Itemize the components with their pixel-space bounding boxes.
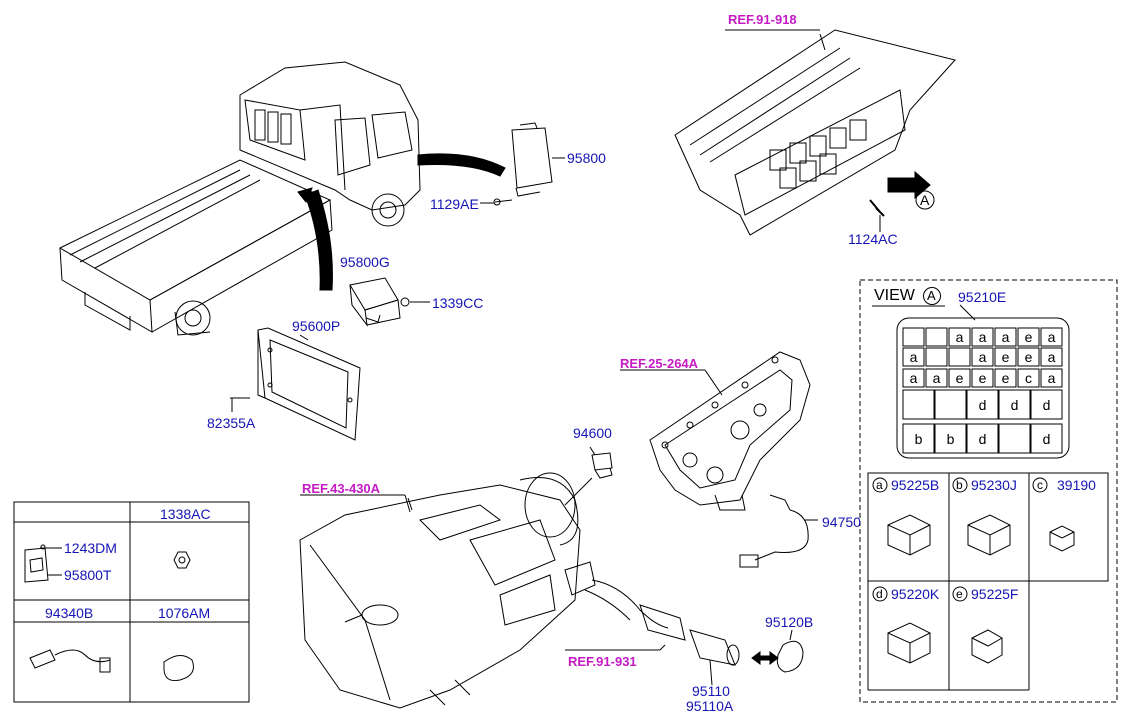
truck-drawing [58, 61, 421, 336]
grid-slot-label: a [1001, 329, 1010, 345]
grid-slot [934, 423, 967, 454]
grid-slot [998, 423, 1031, 454]
grid-slot-label: e [978, 370, 987, 386]
view-title: VIEW [874, 287, 915, 304]
grid-slot [966, 423, 999, 454]
grid-slot-label: a [1047, 349, 1056, 365]
grid-slot [1017, 347, 1040, 367]
grid-slot-label: b [946, 430, 955, 447]
grid-slot [994, 368, 1017, 388]
ref-label-transmission: REF.43-430A [302, 481, 381, 496]
relay-part-b: 95230J [971, 477, 1017, 493]
table-label-95800t: 95800T [64, 567, 112, 583]
grid-slot [948, 327, 971, 347]
grid-slot-label: d [978, 430, 987, 447]
ref-label-valve-body: REF.25-264A [620, 356, 699, 371]
grid-slot [971, 347, 994, 367]
grid-slot [948, 368, 971, 388]
part-label-1124ac: 1124AC [848, 231, 898, 247]
grid-slot-label: b [914, 430, 923, 447]
grid-slot-label: e [1001, 349, 1010, 365]
grid-slot [1030, 423, 1063, 454]
relay-key-b: b [956, 478, 963, 492]
part-label-95800g: 95800G [340, 254, 390, 270]
grid-slot [948, 347, 971, 367]
transmission-drawing [299, 472, 581, 709]
relay-part-a: 95225B [891, 477, 940, 493]
relay-key-a: a [876, 478, 883, 492]
table-label-1243dm: 1243DM [64, 540, 117, 556]
grid-slot [966, 389, 999, 420]
grid-slot [1040, 368, 1063, 388]
grid-slot-label: e [955, 370, 964, 386]
grid-slot [934, 389, 967, 420]
grid-slot [902, 327, 925, 347]
grid-slot [925, 347, 948, 367]
part-label-1129ae: 1129AE [430, 196, 479, 212]
part-label-95210e: 95210E [958, 289, 1007, 305]
grid-slot [925, 368, 948, 388]
junction-box-drawing [674, 29, 956, 236]
grid-slot [902, 389, 935, 420]
grid-slot-label: d [978, 396, 987, 413]
part-label-95110a: 95110A [686, 698, 734, 714]
grid-slot [925, 327, 948, 347]
grid-slot-label: a [978, 329, 987, 345]
grid-slot-label: c [1025, 370, 1032, 386]
relay-key-e: e [956, 587, 963, 601]
relay-key-c: c [1037, 478, 1043, 492]
grid-slot [902, 423, 935, 454]
grid-slot-label: d [1042, 430, 1051, 447]
grid-slot [994, 347, 1017, 367]
grid-slot-label: a [955, 329, 964, 345]
table-header-1338ac: 1338AC [160, 506, 211, 522]
grid-slot-label: d [1010, 396, 1019, 413]
relay-part-e: 95225F [971, 586, 1019, 602]
grid-slot-label: e [1001, 370, 1010, 386]
part-label-94750: 94750 [822, 514, 861, 530]
grid-slot-label: a [909, 349, 918, 365]
part-label-95110: 95110 [692, 683, 730, 699]
table-header-94340b: 94340B [45, 605, 94, 621]
grid-slot [998, 389, 1031, 420]
grid-slot-label: e [1024, 349, 1033, 365]
valve-body-drawing [649, 351, 811, 511]
table-header-1076am: 1076AM [158, 605, 211, 621]
grid-slot [971, 368, 994, 388]
grid-slot [1030, 389, 1063, 420]
grid-slot-label: e [1024, 329, 1033, 345]
grid-slot-label: a [1047, 370, 1056, 386]
grid-slot [902, 368, 925, 388]
view-circle-letter: A [927, 288, 936, 303]
view-marker-a: A [920, 192, 930, 208]
grid-slot-label: a [978, 349, 987, 365]
grid-slot-label: a [909, 370, 918, 386]
grid-slot [1040, 347, 1063, 367]
part-label-1339cc: 1339CC [432, 295, 484, 311]
ref-label-wiring: REF.91-931 [568, 654, 637, 669]
grid-slot-label: a [932, 370, 941, 386]
part-label-95120b: 95120B [765, 614, 814, 630]
relay-part-c: 39190 [1057, 477, 1096, 493]
part-label-82355a: 82355A [207, 415, 256, 431]
ref-label-junction-box: REF.91-918 [728, 12, 797, 27]
grid-slot [994, 327, 1017, 347]
grid-slot-label: a [1047, 329, 1056, 345]
part-label-94600: 94600 [573, 425, 612, 441]
relay-key-d: d [876, 587, 883, 601]
grid-slot [1017, 327, 1040, 347]
grid-slot [902, 347, 925, 367]
part-label-95800: 95800 [567, 150, 606, 166]
grid-slot [1040, 327, 1063, 347]
relay-part-d: 95220K [891, 586, 940, 602]
grid-slot [1017, 368, 1040, 388]
grid-slot-label: d [1042, 396, 1051, 413]
grid-slot [971, 327, 994, 347]
part-label-95600p: 95600P [292, 318, 341, 334]
